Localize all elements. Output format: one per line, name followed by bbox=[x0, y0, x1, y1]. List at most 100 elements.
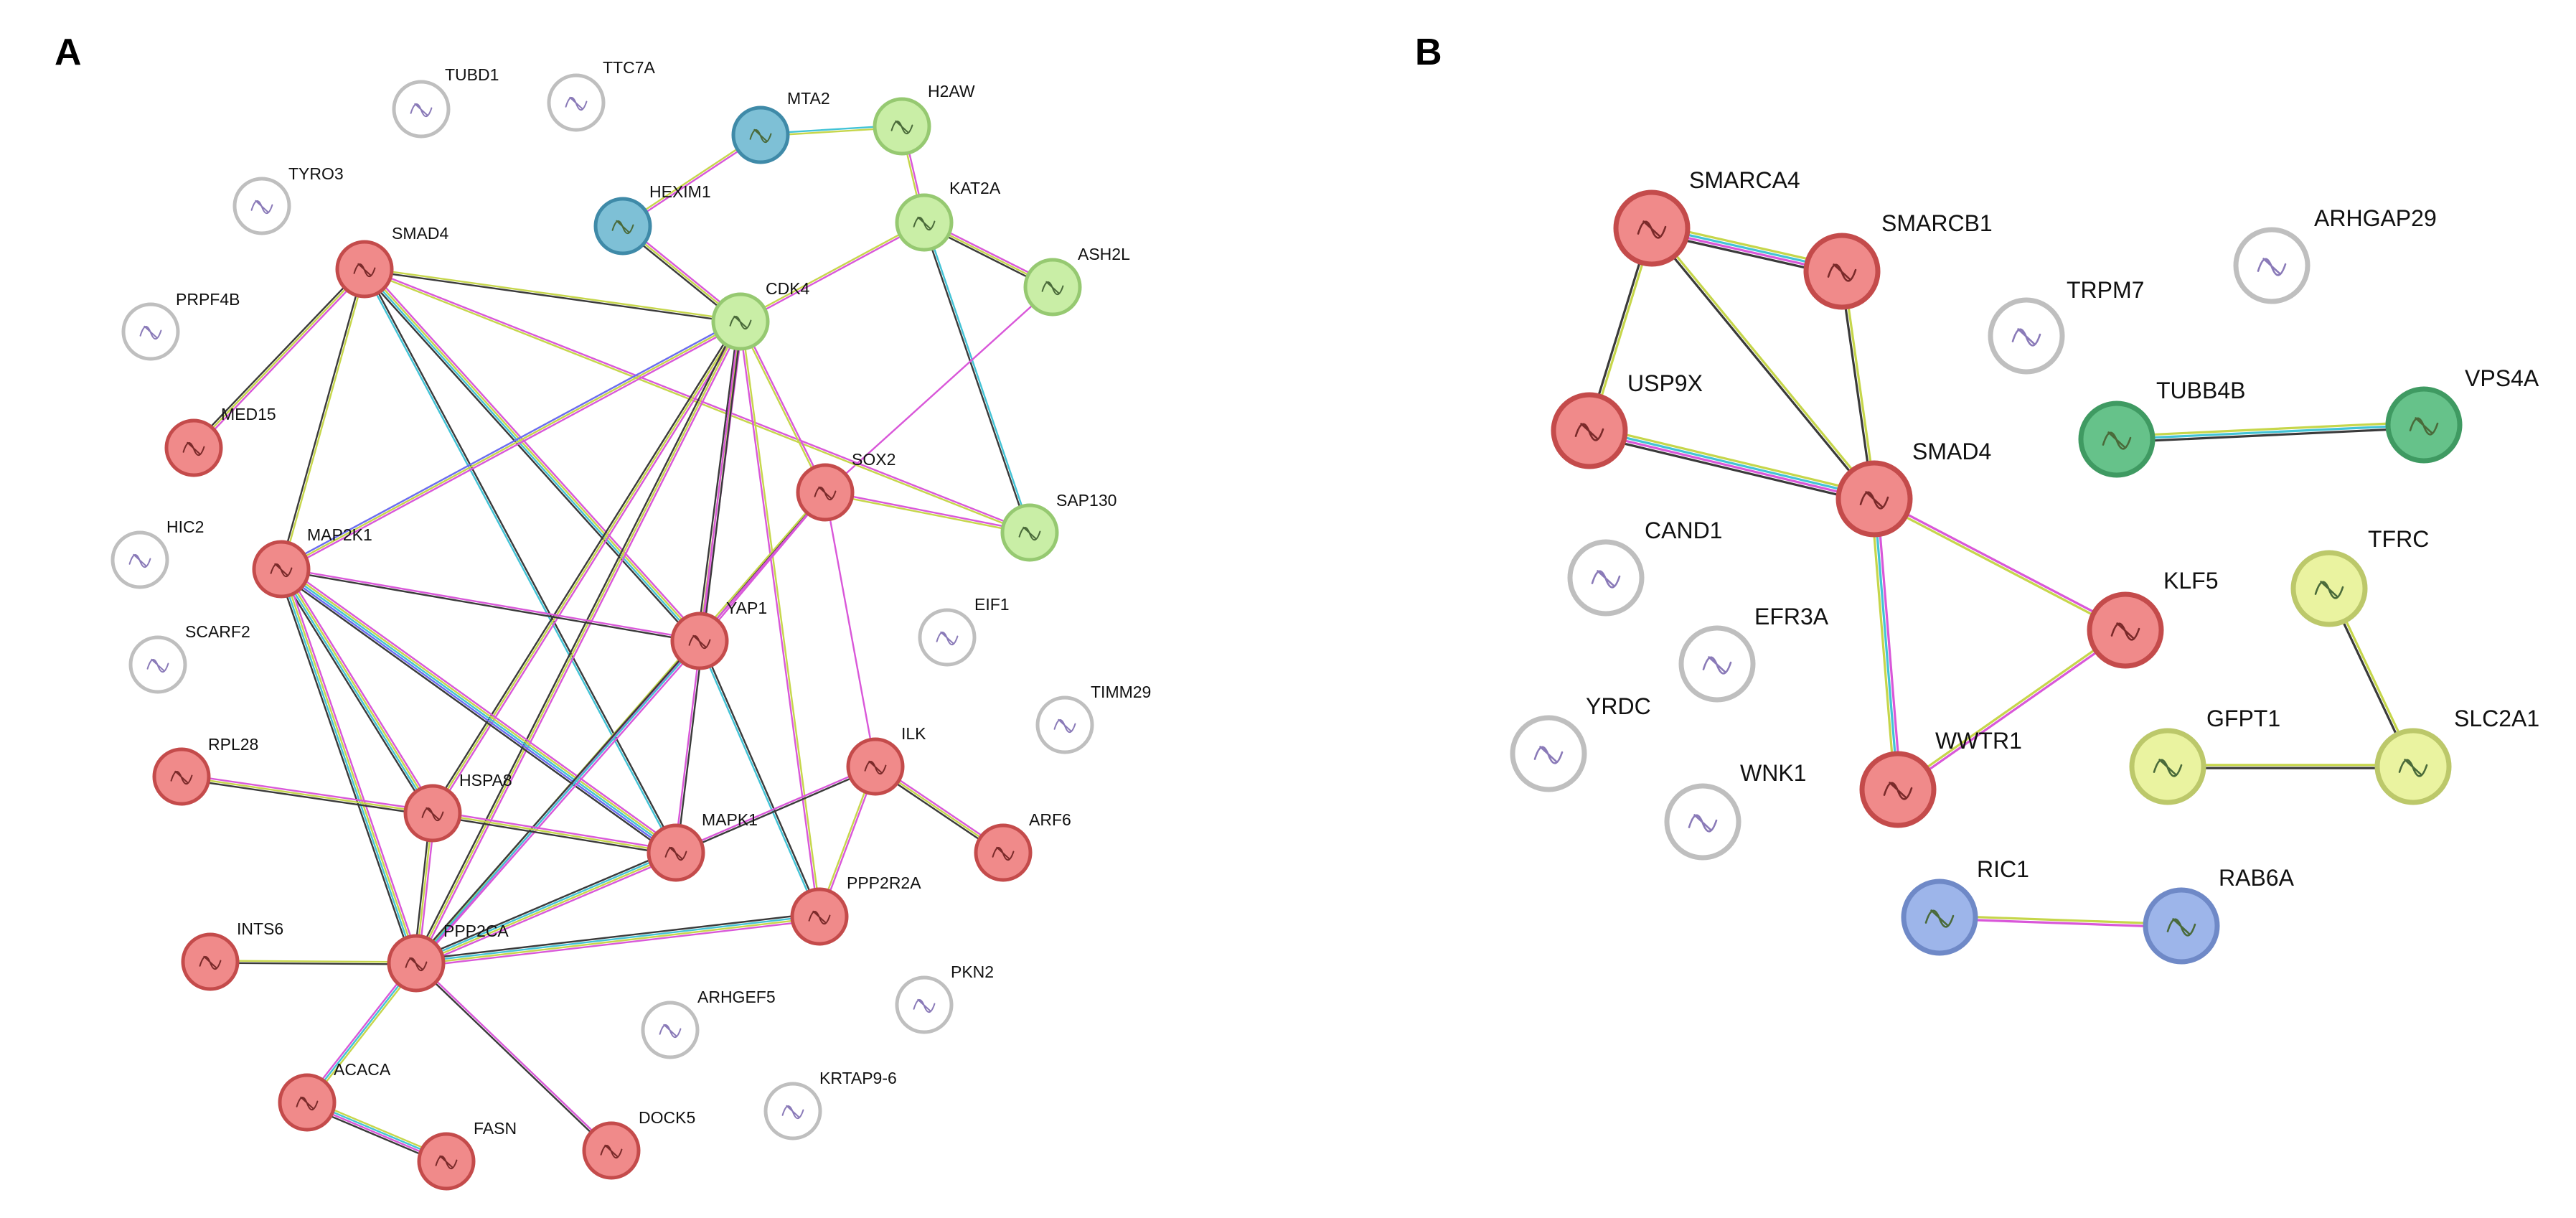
node-label: USP9X bbox=[1627, 370, 1703, 396]
edge-ints6-ppp2ca bbox=[209, 960, 418, 965]
node-label: WWTR1 bbox=[1935, 728, 2022, 754]
edge-line bbox=[1897, 630, 2128, 792]
protein-structure-icon bbox=[139, 325, 162, 340]
edge-cdk4-ppp2r2a bbox=[738, 320, 822, 918]
node-timm29: TIMM29 bbox=[1035, 683, 1151, 754]
edge-line bbox=[1587, 431, 1876, 502]
edge-line bbox=[281, 566, 679, 852]
edge-line bbox=[191, 266, 364, 447]
edge-line bbox=[741, 320, 827, 493]
node-label: ARHGAP29 bbox=[2314, 205, 2437, 231]
node-label: ILK bbox=[901, 724, 926, 743]
edge-line bbox=[283, 567, 420, 963]
node-ric1: RIC1 bbox=[1901, 856, 2029, 956]
edge-line bbox=[283, 564, 680, 851]
node-label: TIMM29 bbox=[1091, 683, 1151, 701]
edge-line bbox=[209, 960, 418, 963]
edge-line bbox=[209, 962, 418, 965]
protein-structure-icon bbox=[2409, 417, 2439, 436]
edge-line bbox=[281, 568, 418, 964]
edge-line bbox=[1588, 428, 1876, 499]
node-label: KLF5 bbox=[2163, 568, 2218, 594]
edge-line bbox=[415, 853, 677, 965]
protein-structure-icon bbox=[1688, 814, 1718, 833]
protein-structure-icon bbox=[2102, 431, 2132, 450]
node-ppp2r2a: PPP2R2A bbox=[790, 873, 921, 946]
node-vps4a: VPS4A bbox=[2385, 365, 2539, 464]
node-arhgap29: ARHGAP29 bbox=[2233, 205, 2437, 304]
edge-sox2-sap130 bbox=[824, 490, 1031, 535]
protein-structure-icon bbox=[296, 1096, 319, 1111]
protein-structure-icon bbox=[182, 441, 205, 456]
panel-b-label: B bbox=[1415, 32, 1442, 73]
edge-line bbox=[280, 320, 742, 571]
edge-line bbox=[415, 917, 821, 965]
protein-structure-icon bbox=[600, 1144, 623, 1159]
edge-line bbox=[741, 320, 822, 917]
node-usp9x: USP9X bbox=[1551, 370, 1703, 469]
node-label: HIC2 bbox=[166, 517, 204, 536]
edge-line bbox=[1870, 497, 1896, 791]
edge-mapk1-ilk bbox=[674, 764, 877, 855]
edge-line bbox=[431, 812, 677, 854]
protein-structure-icon bbox=[1053, 718, 1076, 734]
node-mta2: MTA2 bbox=[731, 89, 830, 164]
node-label: RAB6A bbox=[2219, 865, 2295, 891]
node-acaca: ACACA bbox=[278, 1060, 391, 1132]
node-label: EIF1 bbox=[974, 595, 1010, 614]
edge-line bbox=[306, 962, 418, 1104]
protein-structure-icon bbox=[2398, 759, 2428, 777]
protein-structure-icon bbox=[1041, 281, 1064, 296]
node-label: MED15 bbox=[221, 405, 276, 423]
node-label: KRTAP9-6 bbox=[819, 1069, 897, 1087]
node-label: SOX2 bbox=[852, 450, 896, 469]
protein-structure-icon bbox=[565, 96, 588, 111]
node-sap130: SAP130 bbox=[1000, 491, 1117, 562]
node-slc2a1: SLC2A1 bbox=[2374, 706, 2539, 805]
edge-ppp2r2a-ppp2ca bbox=[415, 912, 821, 968]
protein-structure-icon bbox=[781, 1105, 804, 1120]
edge-line bbox=[700, 640, 822, 917]
edge-cdk4-sox2 bbox=[738, 320, 827, 494]
node-yap1: YAP1 bbox=[670, 599, 767, 670]
edge-map2k1-yap1 bbox=[280, 567, 701, 643]
node-label: CDK4 bbox=[766, 279, 810, 298]
node-ilk: ILK bbox=[846, 724, 926, 796]
node-label: KAT2A bbox=[949, 179, 1001, 197]
edge-line bbox=[279, 568, 416, 965]
node-label: RIC1 bbox=[1977, 856, 2029, 882]
edge-cdk4-map2k1 bbox=[279, 318, 743, 573]
edge-yap1-ppp2r2a bbox=[697, 640, 822, 918]
edge-klf5-wwtr1 bbox=[1896, 627, 2128, 792]
edge-cdk4-ppp2ca bbox=[413, 319, 744, 965]
edge-line bbox=[192, 268, 366, 449]
edge-line bbox=[824, 492, 1030, 535]
edge-line bbox=[280, 568, 677, 854]
edge-line bbox=[1938, 914, 2183, 926]
edge-line bbox=[2115, 421, 2425, 438]
edge-ppp2ca-acaca bbox=[304, 960, 419, 1105]
edge-gfpt1-slc2a1 bbox=[2166, 764, 2415, 769]
edge-line bbox=[738, 321, 819, 918]
edge-line bbox=[181, 773, 434, 812]
node-label: TFRC bbox=[2368, 526, 2429, 552]
protein-structure-icon bbox=[2257, 258, 2287, 276]
edge-line bbox=[431, 320, 742, 815]
edge-line bbox=[194, 270, 367, 451]
protein-structure-icon bbox=[421, 807, 444, 822]
node-label: YAP1 bbox=[726, 599, 767, 617]
node-ttc7a: TTC7A bbox=[547, 58, 656, 132]
node-label: INTS6 bbox=[237, 919, 283, 938]
edge-line bbox=[824, 491, 877, 768]
node-label: TUBD1 bbox=[445, 65, 499, 84]
edge-line bbox=[277, 569, 414, 965]
node-sox2: SOX2 bbox=[796, 450, 896, 522]
node-smarcb1: SMARCB1 bbox=[1803, 210, 1993, 310]
edge-line bbox=[308, 963, 419, 1105]
node-label: MAPK1 bbox=[702, 810, 758, 829]
node-eif1: EIF1 bbox=[918, 595, 1010, 667]
